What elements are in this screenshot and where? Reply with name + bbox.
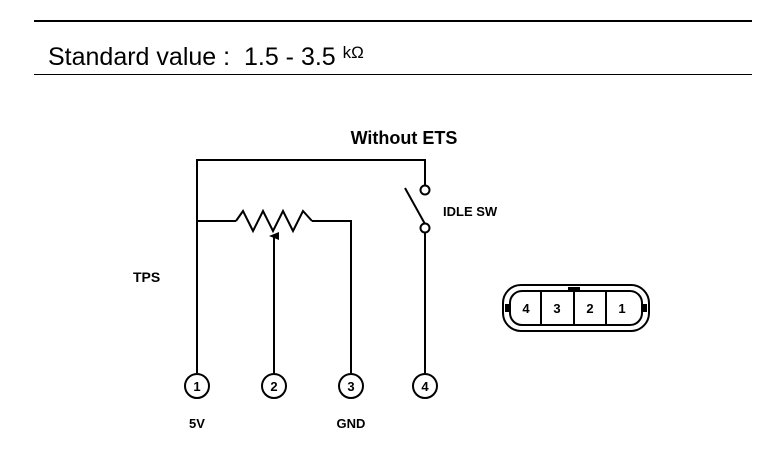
standard-value-line: Standard value : 1.5 - 3.5 kΩ bbox=[48, 38, 364, 72]
header-bottom-rule bbox=[34, 74, 752, 75]
connector: 4 3 2 1 bbox=[502, 284, 650, 332]
terminal-2: 2 bbox=[261, 373, 287, 399]
terminal-1: 1 bbox=[184, 373, 210, 399]
terminal-4-number: 4 bbox=[421, 379, 429, 394]
terminal-3-label: GND bbox=[337, 416, 366, 431]
connector-pin-2: 2 bbox=[586, 301, 593, 316]
terminal-1-label: 5V bbox=[189, 416, 205, 431]
terminal-3-number: 3 bbox=[347, 379, 354, 394]
connector-latch bbox=[568, 287, 580, 291]
idle-switch-label: IDLE SW bbox=[443, 204, 498, 219]
standard-value-label: Standard value bbox=[48, 43, 217, 71]
idle-switch-blade bbox=[404, 187, 426, 225]
terminal-3-circle bbox=[338, 373, 364, 399]
diagram-title: Without ETS bbox=[351, 128, 458, 148]
connector-left-key bbox=[505, 304, 511, 312]
tps-label: TPS bbox=[133, 269, 160, 285]
connector-pin-4: 4 bbox=[522, 301, 530, 316]
connector-pin-1: 1 bbox=[618, 301, 625, 316]
wire-5v-to-idle-switch bbox=[196, 159, 426, 373]
wiring bbox=[196, 159, 431, 373]
standard-value-unit: kΩ bbox=[342, 43, 364, 62]
standard-value-range: 1.5 - 3.5 bbox=[243, 43, 336, 71]
connector-pin-3: 3 bbox=[553, 301, 560, 316]
standard-value-separator: : bbox=[216, 43, 244, 71]
terminal-1-number: 1 bbox=[193, 379, 200, 394]
terminal-2-number: 2 bbox=[270, 379, 277, 394]
connector-right-key bbox=[641, 304, 647, 312]
terminal-2-circle bbox=[261, 373, 287, 399]
terminal-3: 3 bbox=[338, 373, 364, 399]
idle-switch-contact-top bbox=[419, 184, 431, 196]
terminal-4-circle bbox=[412, 373, 438, 399]
idle-switch-contact-bottom bbox=[419, 222, 431, 234]
wire-gnd bbox=[312, 220, 352, 373]
header-top-rule bbox=[34, 20, 752, 22]
potentiometer-resistor bbox=[235, 208, 313, 234]
terminal-1-circle bbox=[184, 373, 210, 399]
terminal-4: 4 bbox=[412, 373, 438, 399]
